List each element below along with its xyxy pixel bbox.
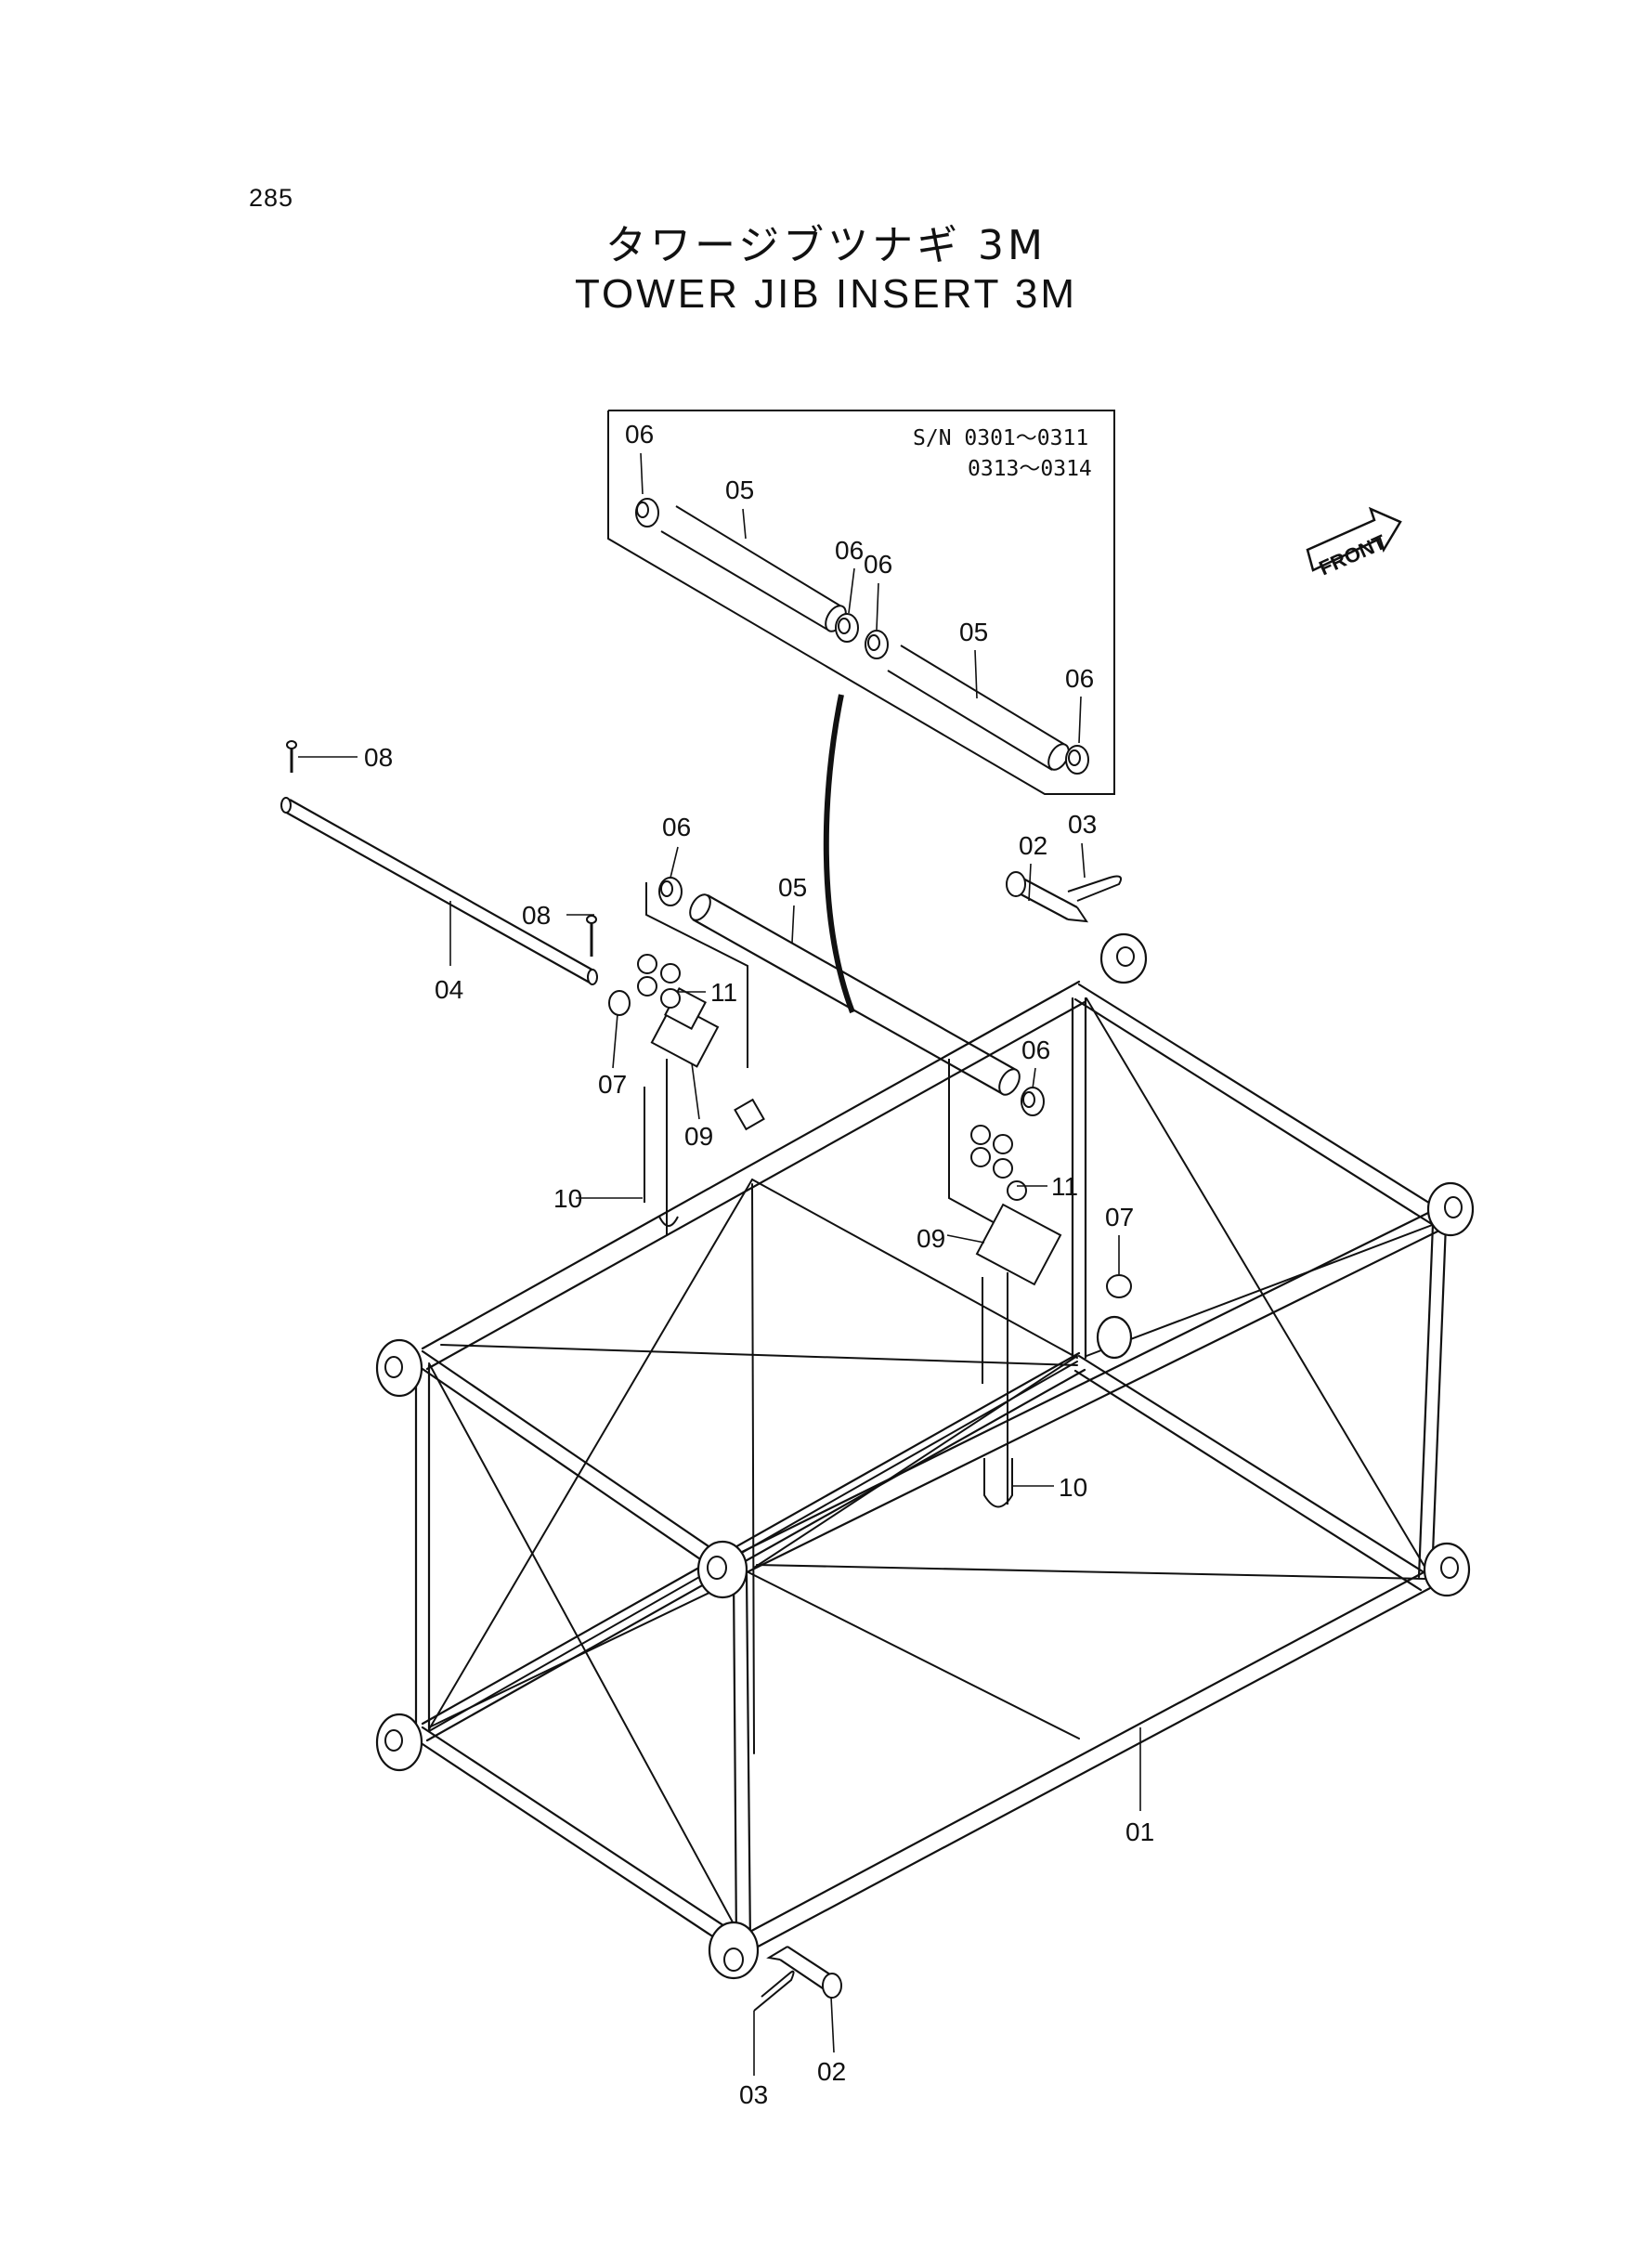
callout-09-left: 09 <box>684 1122 713 1151</box>
leader-lines <box>298 756 1141 2076</box>
pin-05-main <box>689 893 1021 1096</box>
ubolt-10-right <box>982 1272 1013 1508</box>
washer-06-lower <box>1021 1087 1045 1116</box>
callout-05-inset-a: 05 <box>725 476 754 504</box>
bracket-09-left <box>608 882 748 1068</box>
callout-11-right: 11 <box>1051 1172 1078 1201</box>
callout-05-inset-b: 05 <box>959 618 988 646</box>
corner-lug-tl <box>375 1338 423 1398</box>
inset-box <box>607 410 1115 795</box>
inset-washer-06-c <box>865 630 889 659</box>
washer-06-upper <box>658 877 683 906</box>
pin-02-lower <box>766 1946 842 1999</box>
callout-11-left: 11 <box>710 978 737 1007</box>
inset-washer-06-a <box>635 498 659 528</box>
corner-lug-bb <box>1096 1315 1133 1360</box>
callout-03-lower: 03 <box>739 2080 768 2109</box>
corner-lug-br <box>1423 1542 1471 1597</box>
callout-06-main-upper: 06 <box>662 813 691 841</box>
callout-06-inset-a: 06 <box>625 420 654 449</box>
front-label: FRONT <box>1316 530 1390 580</box>
clip-03-lower <box>753 1970 795 2012</box>
corner-lug-tf <box>696 1540 748 1599</box>
callout-01: 01 <box>1125 1818 1154 1846</box>
pin-08-top <box>286 740 297 773</box>
callout-labels: 06 05 06 06 05 06 08 06 03 02 05 08 04 1… <box>364 420 1390 2109</box>
callout-03-upper: 03 <box>1068 810 1097 839</box>
rod-04 <box>280 797 598 985</box>
pin-02-upper <box>1006 871 1089 923</box>
inset-pin-05-right <box>887 645 1070 771</box>
ubolt-10-left <box>644 1059 679 1235</box>
clip-03-upper <box>1067 875 1122 902</box>
callout-09-right: 09 <box>917 1224 945 1253</box>
page-number: 285 <box>249 184 294 212</box>
callout-08-mid: 08 <box>522 901 551 930</box>
callout-02-upper: 02 <box>1019 831 1047 860</box>
chord-clip <box>734 1098 765 1131</box>
callout-02-lower: 02 <box>817 2057 846 2086</box>
lattice-frame <box>375 932 1475 1980</box>
callout-06-inset-b: 06 <box>835 536 864 565</box>
corner-lug-tb <box>1099 932 1148 984</box>
callout-05-main: 05 <box>778 873 807 902</box>
callout-07-left: 07 <box>598 1070 627 1099</box>
callout-06-inset-c: 06 <box>864 550 892 579</box>
callout-08-top: 08 <box>364 743 393 772</box>
serial-number-line-2: 0313～0314 <box>968 457 1092 481</box>
callout-06-main-lower: 06 <box>1021 1036 1050 1064</box>
inset-washer-06-b <box>835 613 859 643</box>
inset-pin-05-left <box>660 505 847 632</box>
callout-10-left: 10 <box>553 1184 582 1213</box>
front-arrow-icon <box>1306 506 1402 572</box>
callout-04: 04 <box>435 975 463 1004</box>
callout-10-right: 10 <box>1059 1473 1087 1502</box>
inset-connector-curve <box>823 694 855 1014</box>
corner-lug-bl <box>375 1713 423 1772</box>
pin-08-mid <box>586 915 597 957</box>
title-english: TOWER JIB INSERT 3M <box>574 271 1078 317</box>
corner-lug-bf <box>708 1921 760 1980</box>
callout-07-right: 07 <box>1105 1203 1134 1231</box>
title-japanese: タワージブツナギ 3M <box>605 222 1047 269</box>
callout-06-inset-d: 06 <box>1065 664 1094 693</box>
corner-lug-tr <box>1426 1181 1475 1237</box>
serial-number-line-1: S/N 0301～0311 <box>913 426 1089 450</box>
inset-washer-06-d <box>1065 745 1089 775</box>
